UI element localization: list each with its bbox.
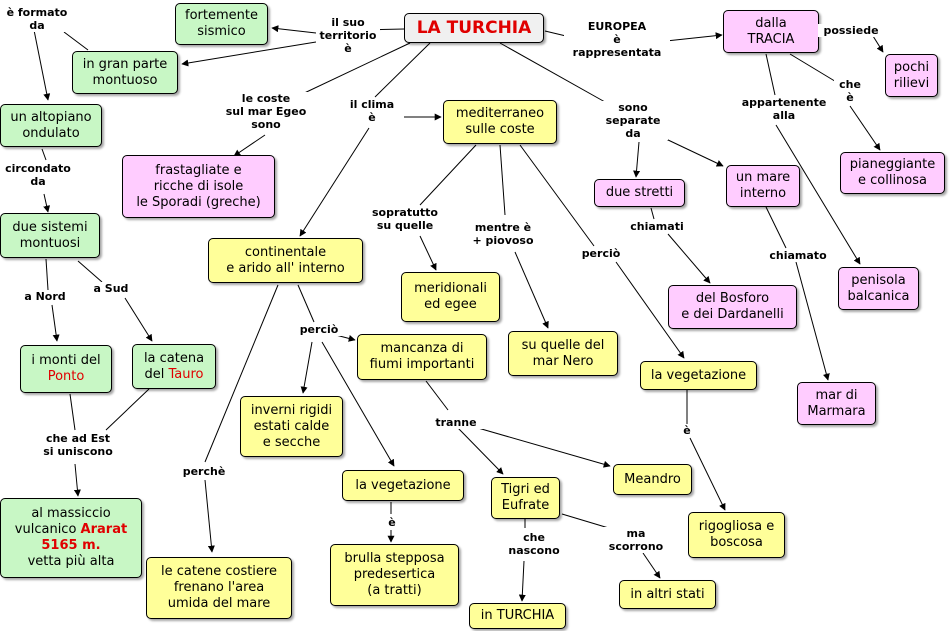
node-ararat-name: Ararat 5165 m. [41, 522, 128, 553]
node-vegetazione-left: la vegetazione [342, 470, 464, 501]
node-marmara: mar di Marmara [797, 382, 876, 425]
label-nascono: che nascono [500, 531, 568, 557]
node-inverni: inverni rigidi estati calde e secche [240, 396, 343, 457]
label-europea: EUROPEA è rappresentata [564, 20, 670, 59]
node-rigogliosa: rigogliosa e boscosa [688, 512, 785, 558]
label-perche: perchè [176, 465, 232, 478]
node-mancanza: mancanza di fiumi importanti [357, 334, 487, 380]
node-mediterraneo: mediterraneo sulle coste [443, 100, 557, 144]
title-node: LA TURCHIA [404, 13, 544, 43]
label-coste: le coste sul mar Egeo sono [218, 92, 314, 131]
node-meridionali: meridionali ed egee [401, 272, 500, 322]
label-scorrono: ma scorrono [600, 527, 672, 553]
label-separate: sono separate da [598, 101, 668, 140]
node-ararat-note: vetta più alta [27, 554, 115, 569]
node-ponto: i monti del Ponto [20, 345, 112, 393]
node-bosforo: del Bosforo e dei Dardanelli [668, 285, 797, 329]
label-chiamato: chiamato [762, 249, 834, 262]
node-mar-nero: su quelle del mar Nero [508, 331, 618, 376]
label-a-sud: a Sud [88, 282, 134, 295]
node-ponto-name: Ponto [47, 369, 85, 384]
node-balcanica: penisola balcanica [838, 267, 919, 310]
node-vegetazione-right: la vegetazione [640, 361, 757, 390]
node-tracia: dalla TRACIA [723, 10, 819, 53]
node-sistemi-montuosi: due sistemi montuosi [0, 213, 100, 258]
node-catene: le catene costiere frenano l'area umida … [146, 557, 292, 619]
node-altri-stati: in altri stati [619, 580, 716, 609]
label-chiamati: chiamati [624, 220, 690, 233]
node-frastagliate: frastagliate e ricche di isole le Sporad… [122, 155, 275, 218]
label-possiede: possiede [818, 24, 884, 37]
label-sopratutto: sopratutto su quelle [364, 206, 446, 232]
node-pianeggiante: pianeggiante e collinosa [840, 152, 945, 194]
label-percio-right: perciò [576, 247, 626, 260]
label-circondato: circondato da [0, 162, 76, 188]
node-meandro: Meandro [613, 464, 692, 495]
label-appartenente: appartenente alla [734, 96, 834, 122]
label-tranne: tranne [428, 416, 484, 429]
label-clima: il clima è [340, 98, 404, 124]
node-ararat: al massiccio vulcanico Ararat 5165 m. ve… [0, 498, 142, 578]
node-fortemente-sismico: fortemente sismico [175, 3, 268, 45]
node-ararat-text: al massiccio vulcanico [14, 506, 111, 537]
node-tauro: la catena del Tauro [132, 344, 216, 389]
node-mare-interno: un mare interno [726, 165, 800, 207]
label-e-left: è [383, 516, 401, 529]
label-e-right: è [678, 424, 696, 437]
label-formato: è formato da [0, 6, 74, 32]
label-piovoso: mentre è + piovoso [464, 221, 542, 247]
node-brulla: brulla stepposa predesertica (a tratti) [330, 544, 459, 606]
node-tigri: Tigri ed Eufrate [491, 477, 560, 519]
label-percio-left: perciò [294, 323, 344, 336]
node-tauro-text: la catena del [143, 350, 205, 382]
label-a-nord: a Nord [16, 290, 74, 303]
label-che-e: che è [834, 78, 866, 104]
label-territorio: il suo territorio è [316, 16, 380, 55]
node-altopiano: un altopiano ondulato [0, 104, 102, 147]
node-continentale: continentale e arido all' interno [208, 238, 363, 283]
node-montuoso: in gran parte montuoso [72, 51, 178, 94]
node-pochi-rilievi: pochi rilievi [885, 54, 938, 97]
node-ponto-text: i monti del [31, 353, 101, 368]
node-due-stretti: due stretti [594, 179, 685, 207]
node-tauro-name: Tauro [168, 366, 204, 382]
label-est: che ad Est si uniscono [34, 432, 122, 458]
node-in-turchia: in TURCHIA [469, 603, 566, 629]
